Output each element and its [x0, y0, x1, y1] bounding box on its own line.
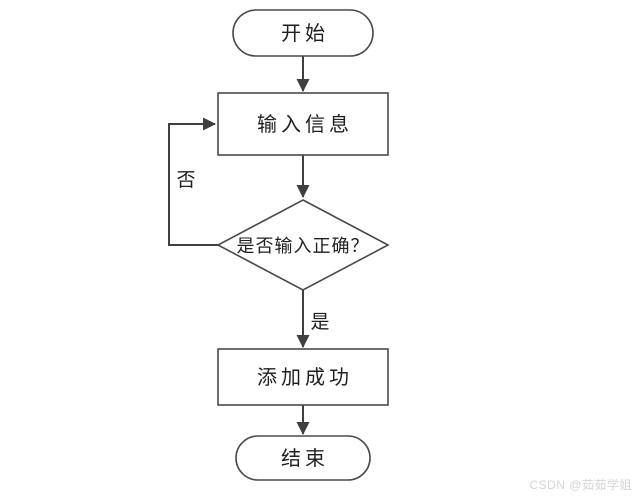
end-label: 结束: [281, 447, 329, 470]
node-input-process: [217, 92, 389, 156]
flowchart-labels: 开始 输入信息 是否输入正确？ 添加成功 结束 否 是: [176, 22, 370, 470]
node-decision-diamond: [216, 199, 390, 291]
csdn-watermark: CSDN @茹茹学姐: [529, 478, 632, 492]
success-label: 添加成功: [257, 366, 353, 389]
start-label: 开始: [281, 22, 329, 45]
node-end-terminator: [235, 435, 371, 481]
flowchart-edges: [168, 56, 310, 435]
edge-label-yes: 是: [310, 312, 329, 333]
flowchart-nodes: [216, 9, 390, 481]
input-label: 输入信息: [257, 113, 353, 136]
decision-label: 是否输入正确？: [237, 236, 370, 256]
node-success-process: [217, 348, 389, 406]
edge-decision-no-loop-to-input: [168, 117, 218, 246]
edge-label-no: 否: [176, 170, 195, 191]
node-start-terminator: [232, 9, 374, 57]
